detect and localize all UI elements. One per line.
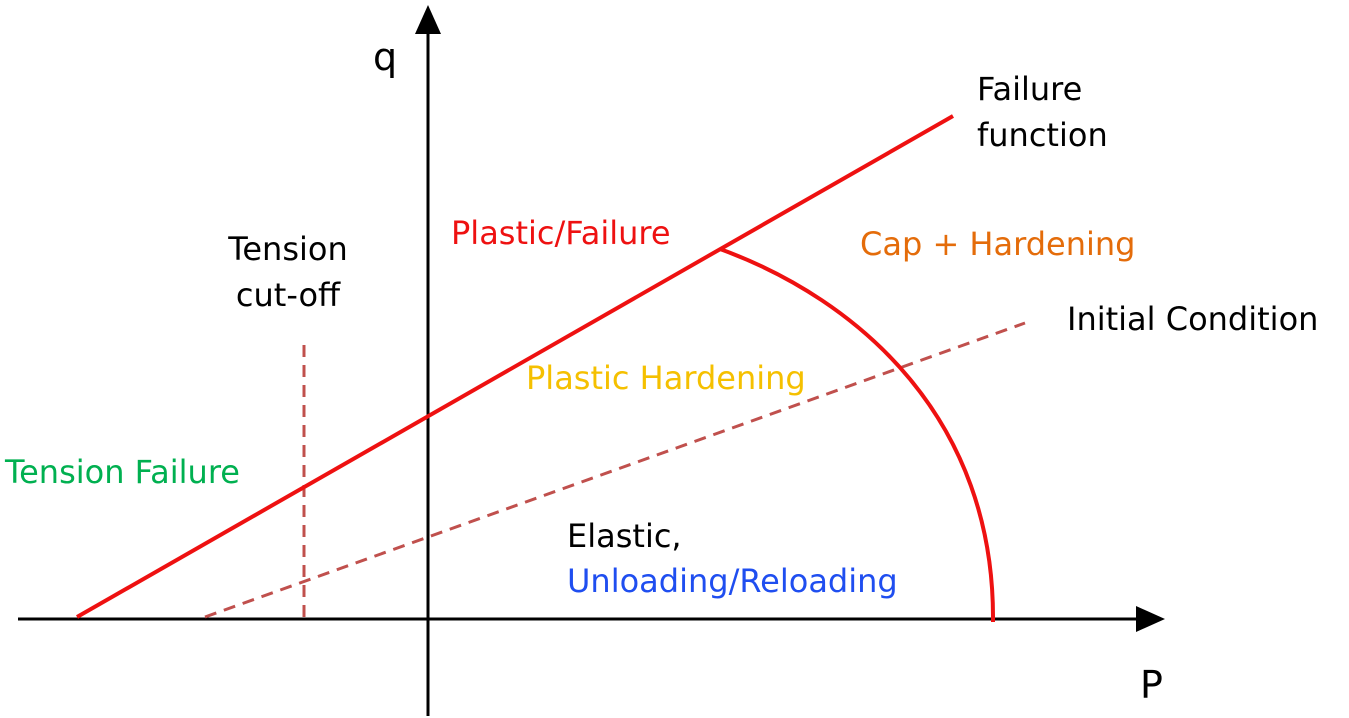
plastic-hardening-label: Plastic Hardening [526, 359, 806, 397]
x-axis-arrowhead [1136, 606, 1165, 632]
failure-function-label-line1: Failure [977, 70, 1083, 108]
cap-curve [719, 247, 996, 623]
initial-condition-line [204, 321, 1026, 619]
failure-function-label-line2: function [977, 116, 1108, 154]
tension-cutoff-label: Tension cut-off [212, 226, 364, 318]
tension-failure-label: Tension Failure [5, 453, 240, 491]
tension-cutoff-label-line2: cut-off [235, 276, 341, 314]
y-axis-label: q [373, 35, 398, 79]
tension-cutoff-label-line1: Tension [228, 230, 348, 268]
failure-function-line [76, 114, 954, 619]
x-axis-label: P [1140, 663, 1163, 707]
failure-function-label: Failure function [977, 66, 1108, 158]
cap-hardening-label: Cap + Hardening [860, 225, 1136, 263]
y-axis-arrowhead [415, 5, 441, 34]
elastic-label: Elastic, [567, 517, 682, 555]
unloading-reloading-label: Unloading/Reloading [567, 562, 898, 600]
initial-condition-label: Initial Condition [1067, 300, 1319, 338]
plastic-failure-label: Plastic/Failure [451, 214, 671, 252]
